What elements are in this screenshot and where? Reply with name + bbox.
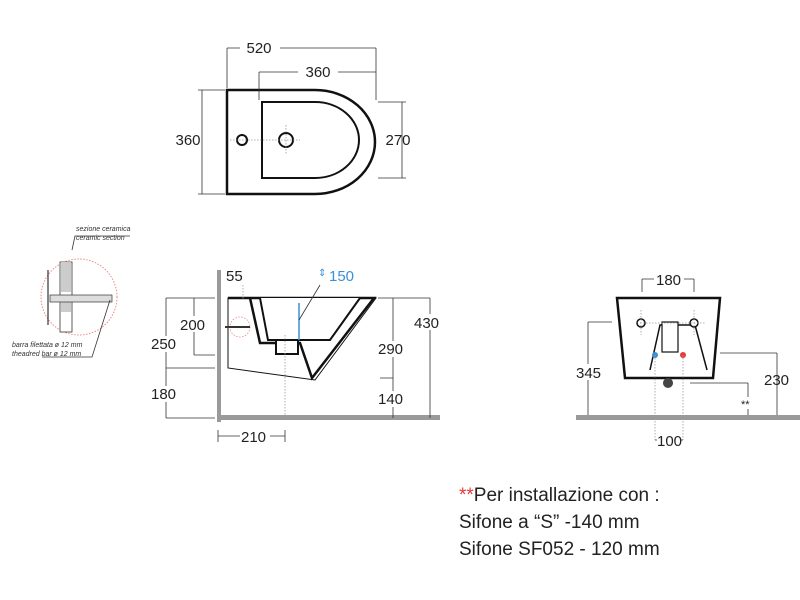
fixing-detail: sezione ceramica ceramic section barra f… (12, 226, 131, 358)
label-bar-en: theadred bar ø 12 mm (12, 351, 81, 358)
dim-210: 210 (241, 429, 266, 446)
floor (217, 415, 440, 420)
dim-230: 230 (764, 372, 789, 389)
dim-100: 100 (657, 433, 682, 450)
dim-width-total: 520 (246, 40, 271, 57)
top-view: 520 360 360 270 (175, 38, 411, 196)
dim-150: 150 (329, 268, 354, 285)
note-line-3: Sifone SF052 - 120 mm (459, 539, 660, 560)
drain (663, 378, 673, 388)
dim-200: 200 (180, 317, 205, 334)
front-view: 180 345 230 ** 100 (576, 271, 800, 450)
label-section-en: ceramic section (76, 235, 125, 242)
dim-345: 345 (576, 365, 601, 382)
note-marker: ** (459, 485, 474, 506)
label-bar-it: barra filettata ø 12 mm (12, 342, 83, 349)
bowl-outline (261, 101, 360, 179)
label-section-it: sezione ceramica (76, 226, 131, 233)
dim-290: 290 (378, 341, 403, 358)
dim-asterisks: ** (741, 399, 750, 411)
dim-180-front: 180 (656, 272, 681, 289)
dim-430: 430 (414, 315, 439, 332)
note-line-2: Sifone a “S” -140 mm (459, 512, 640, 533)
dim-180: 180 (151, 386, 176, 403)
note-line-1-text: Per installazione con : (473, 485, 660, 506)
updown-arrow-icon: ⇕ (318, 268, 326, 279)
side-view: 55 ⇕ 150 200 250 180 430 290 140 210 (151, 268, 444, 446)
note-line-1: **Per installazione con : (459, 485, 660, 507)
floor-front (576, 415, 800, 420)
wall (217, 270, 221, 422)
dim-55: 55 (226, 268, 243, 285)
dim-depth: 360 (175, 132, 200, 149)
dim-250: 250 (151, 336, 176, 353)
dim-bowl-depth: 270 (385, 132, 410, 149)
dim-140: 140 (378, 391, 403, 408)
dim-width-bowl: 360 (305, 64, 330, 81)
